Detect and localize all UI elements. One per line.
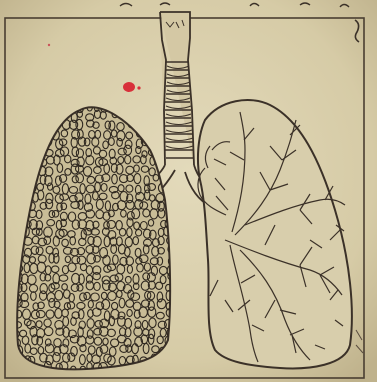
trachea	[160, 12, 194, 165]
